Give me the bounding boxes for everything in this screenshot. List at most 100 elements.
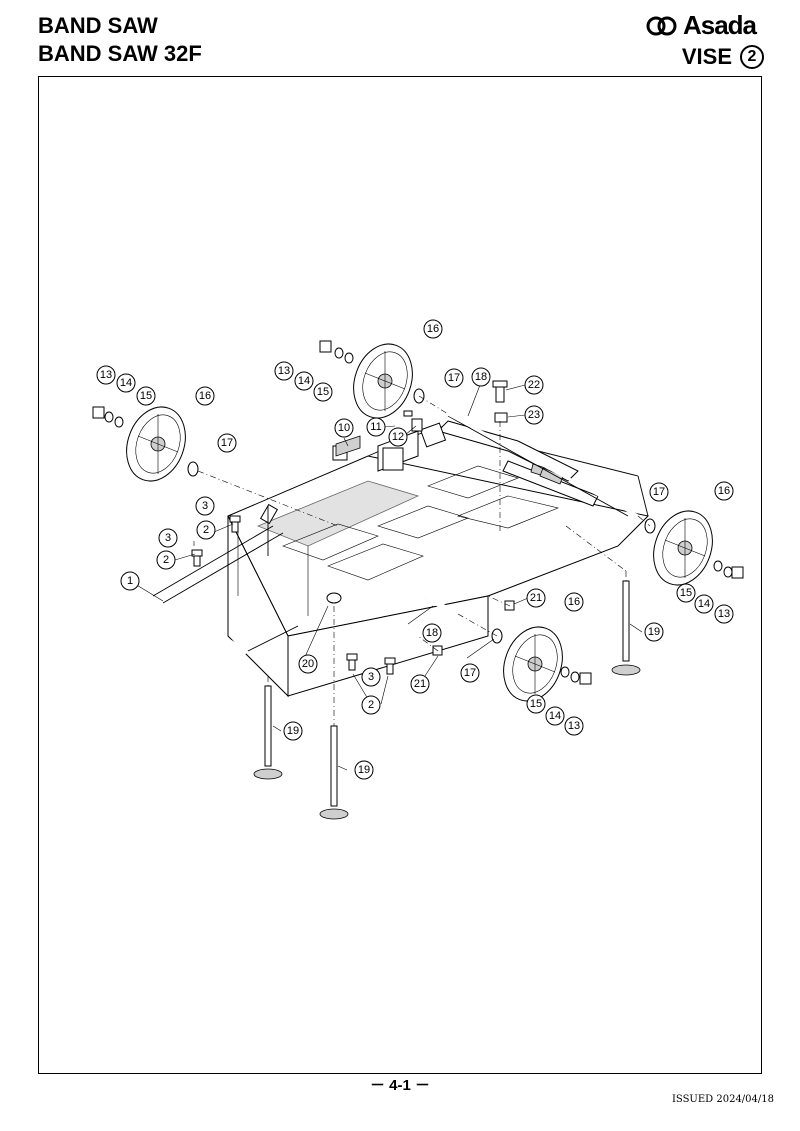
- callout-3c: 3: [361, 667, 381, 687]
- svg-text:2: 2: [163, 554, 169, 566]
- document-title: BAND SAW BAND SAW 32F: [38, 12, 202, 68]
- asada-logo-icon: [646, 16, 677, 35]
- svg-text:13: 13: [100, 369, 112, 381]
- svg-text:17: 17: [448, 372, 460, 384]
- wheel-top-center: [353, 343, 413, 419]
- svg-text:2: 2: [203, 524, 209, 536]
- callout-18a: 18: [471, 367, 491, 387]
- callout-19b: 19: [354, 760, 374, 780]
- svg-text:13: 13: [568, 720, 580, 732]
- svg-text:17: 17: [653, 486, 665, 498]
- svg-text:15: 15: [317, 386, 329, 398]
- callout-21b: 21: [410, 674, 430, 694]
- svg-text:2: 2: [368, 699, 374, 711]
- svg-text:16: 16: [199, 390, 211, 402]
- callout-20: 20: [298, 654, 318, 674]
- callout-2c: 2: [361, 695, 381, 715]
- svg-text:3: 3: [202, 500, 208, 512]
- callout-14c: 14: [694, 594, 714, 614]
- svg-text:16: 16: [427, 323, 439, 335]
- callout-3b: 3: [158, 528, 178, 548]
- callout-15d: 15: [526, 694, 546, 714]
- callout-2b: 2: [156, 550, 176, 570]
- svg-text:16: 16: [568, 596, 580, 608]
- callout-18b: 18: [422, 623, 442, 643]
- svg-text:19: 19: [648, 626, 660, 638]
- callout-16c: 16: [714, 481, 734, 501]
- callout-16d: 16: [564, 592, 584, 612]
- svg-text:22: 22: [528, 379, 540, 391]
- callout-19a: 19: [283, 721, 303, 741]
- callout-23: 23: [524, 405, 544, 425]
- callout-21a: 21: [526, 588, 546, 608]
- callout-16a: 16: [195, 386, 215, 406]
- callout-11: 11: [366, 417, 386, 437]
- svg-text:1: 1: [127, 575, 133, 587]
- svg-text:23: 23: [528, 409, 540, 421]
- callout-17a: 17: [217, 433, 237, 453]
- leader-lines: [134, 384, 643, 771]
- base-frame: [227, 425, 650, 698]
- svg-text:14: 14: [298, 375, 310, 387]
- svg-text:18: 18: [475, 371, 487, 383]
- title-line-1: BAND SAW: [38, 13, 158, 38]
- svg-text:17: 17: [221, 437, 233, 449]
- callout-17c: 17: [649, 482, 669, 502]
- callout-13d: 13: [564, 716, 584, 736]
- callouts: 1 2 2 2 3 3 3 10 11 12 13 13 13 13 14 14…: [96, 319, 734, 780]
- callout-13b: 13: [274, 361, 294, 381]
- callout-13a: 13: [96, 365, 116, 385]
- svg-text:14: 14: [698, 598, 710, 610]
- callout-14b: 14: [294, 371, 314, 391]
- brand-name: Asada: [682, 10, 757, 40]
- svg-text:13: 13: [718, 608, 730, 620]
- svg-text:14: 14: [120, 377, 132, 389]
- section-heading: VISE 2: [682, 44, 764, 70]
- vise-handle: [55, 503, 299, 708]
- page-number: － 4-1 －: [369, 1077, 430, 1094]
- svg-text:13: 13: [278, 365, 290, 377]
- svg-text:10: 10: [338, 422, 350, 434]
- callout-22: 22: [524, 375, 544, 395]
- section-number-badge: 2: [740, 45, 764, 69]
- svg-text:15: 15: [680, 587, 692, 599]
- wheel-right: [653, 510, 713, 586]
- assembly-centerlines: [197, 395, 651, 726]
- svg-text:18: 18: [426, 627, 438, 639]
- callout-15a: 15: [136, 386, 156, 406]
- svg-text:21: 21: [530, 592, 542, 604]
- callout-15b: 15: [313, 382, 333, 402]
- svg-text:21: 21: [414, 678, 426, 690]
- wheel-top-left: [126, 406, 186, 482]
- svg-text:3: 3: [165, 532, 171, 544]
- svg-text:17: 17: [464, 667, 476, 679]
- callout-16b: 16: [423, 319, 443, 339]
- callout-13c: 13: [714, 604, 734, 624]
- wheel-bottom: [503, 626, 563, 702]
- callout-2a: 2: [196, 520, 216, 540]
- svg-text:14: 14: [549, 710, 561, 722]
- svg-text:15: 15: [140, 390, 152, 402]
- svg-text:15: 15: [530, 698, 542, 710]
- callout-12: 12: [388, 427, 408, 447]
- svg-text:12: 12: [392, 431, 404, 443]
- title-line-2: BAND SAW 32F: [38, 41, 202, 66]
- svg-text:11: 11: [370, 421, 381, 433]
- callout-14a: 14: [116, 373, 136, 393]
- issued-date: ISSUED 2024/04/18: [671, 1094, 774, 1105]
- brand-logo: Asada: [645, 10, 757, 41]
- callout-17b: 17: [444, 368, 464, 388]
- callout-19c: 19: [644, 622, 664, 642]
- section-label: VISE: [681, 44, 732, 69]
- drawing-frame: [38, 76, 762, 1074]
- svg-text:16: 16: [718, 485, 730, 497]
- callout-15c: 15: [676, 583, 696, 603]
- callout-10: 10: [334, 418, 354, 438]
- svg-text:3: 3: [368, 671, 374, 683]
- callout-14d: 14: [545, 706, 565, 726]
- svg-text:20: 20: [302, 658, 314, 670]
- callout-17d: 17: [460, 663, 480, 683]
- svg-text:19: 19: [287, 725, 299, 737]
- exploded-parts-diagram: 1 2 2 2 3 3 3 10 11 12 13 13 13 13 14 14…: [55, 319, 744, 820]
- callout-1: 1: [120, 571, 140, 591]
